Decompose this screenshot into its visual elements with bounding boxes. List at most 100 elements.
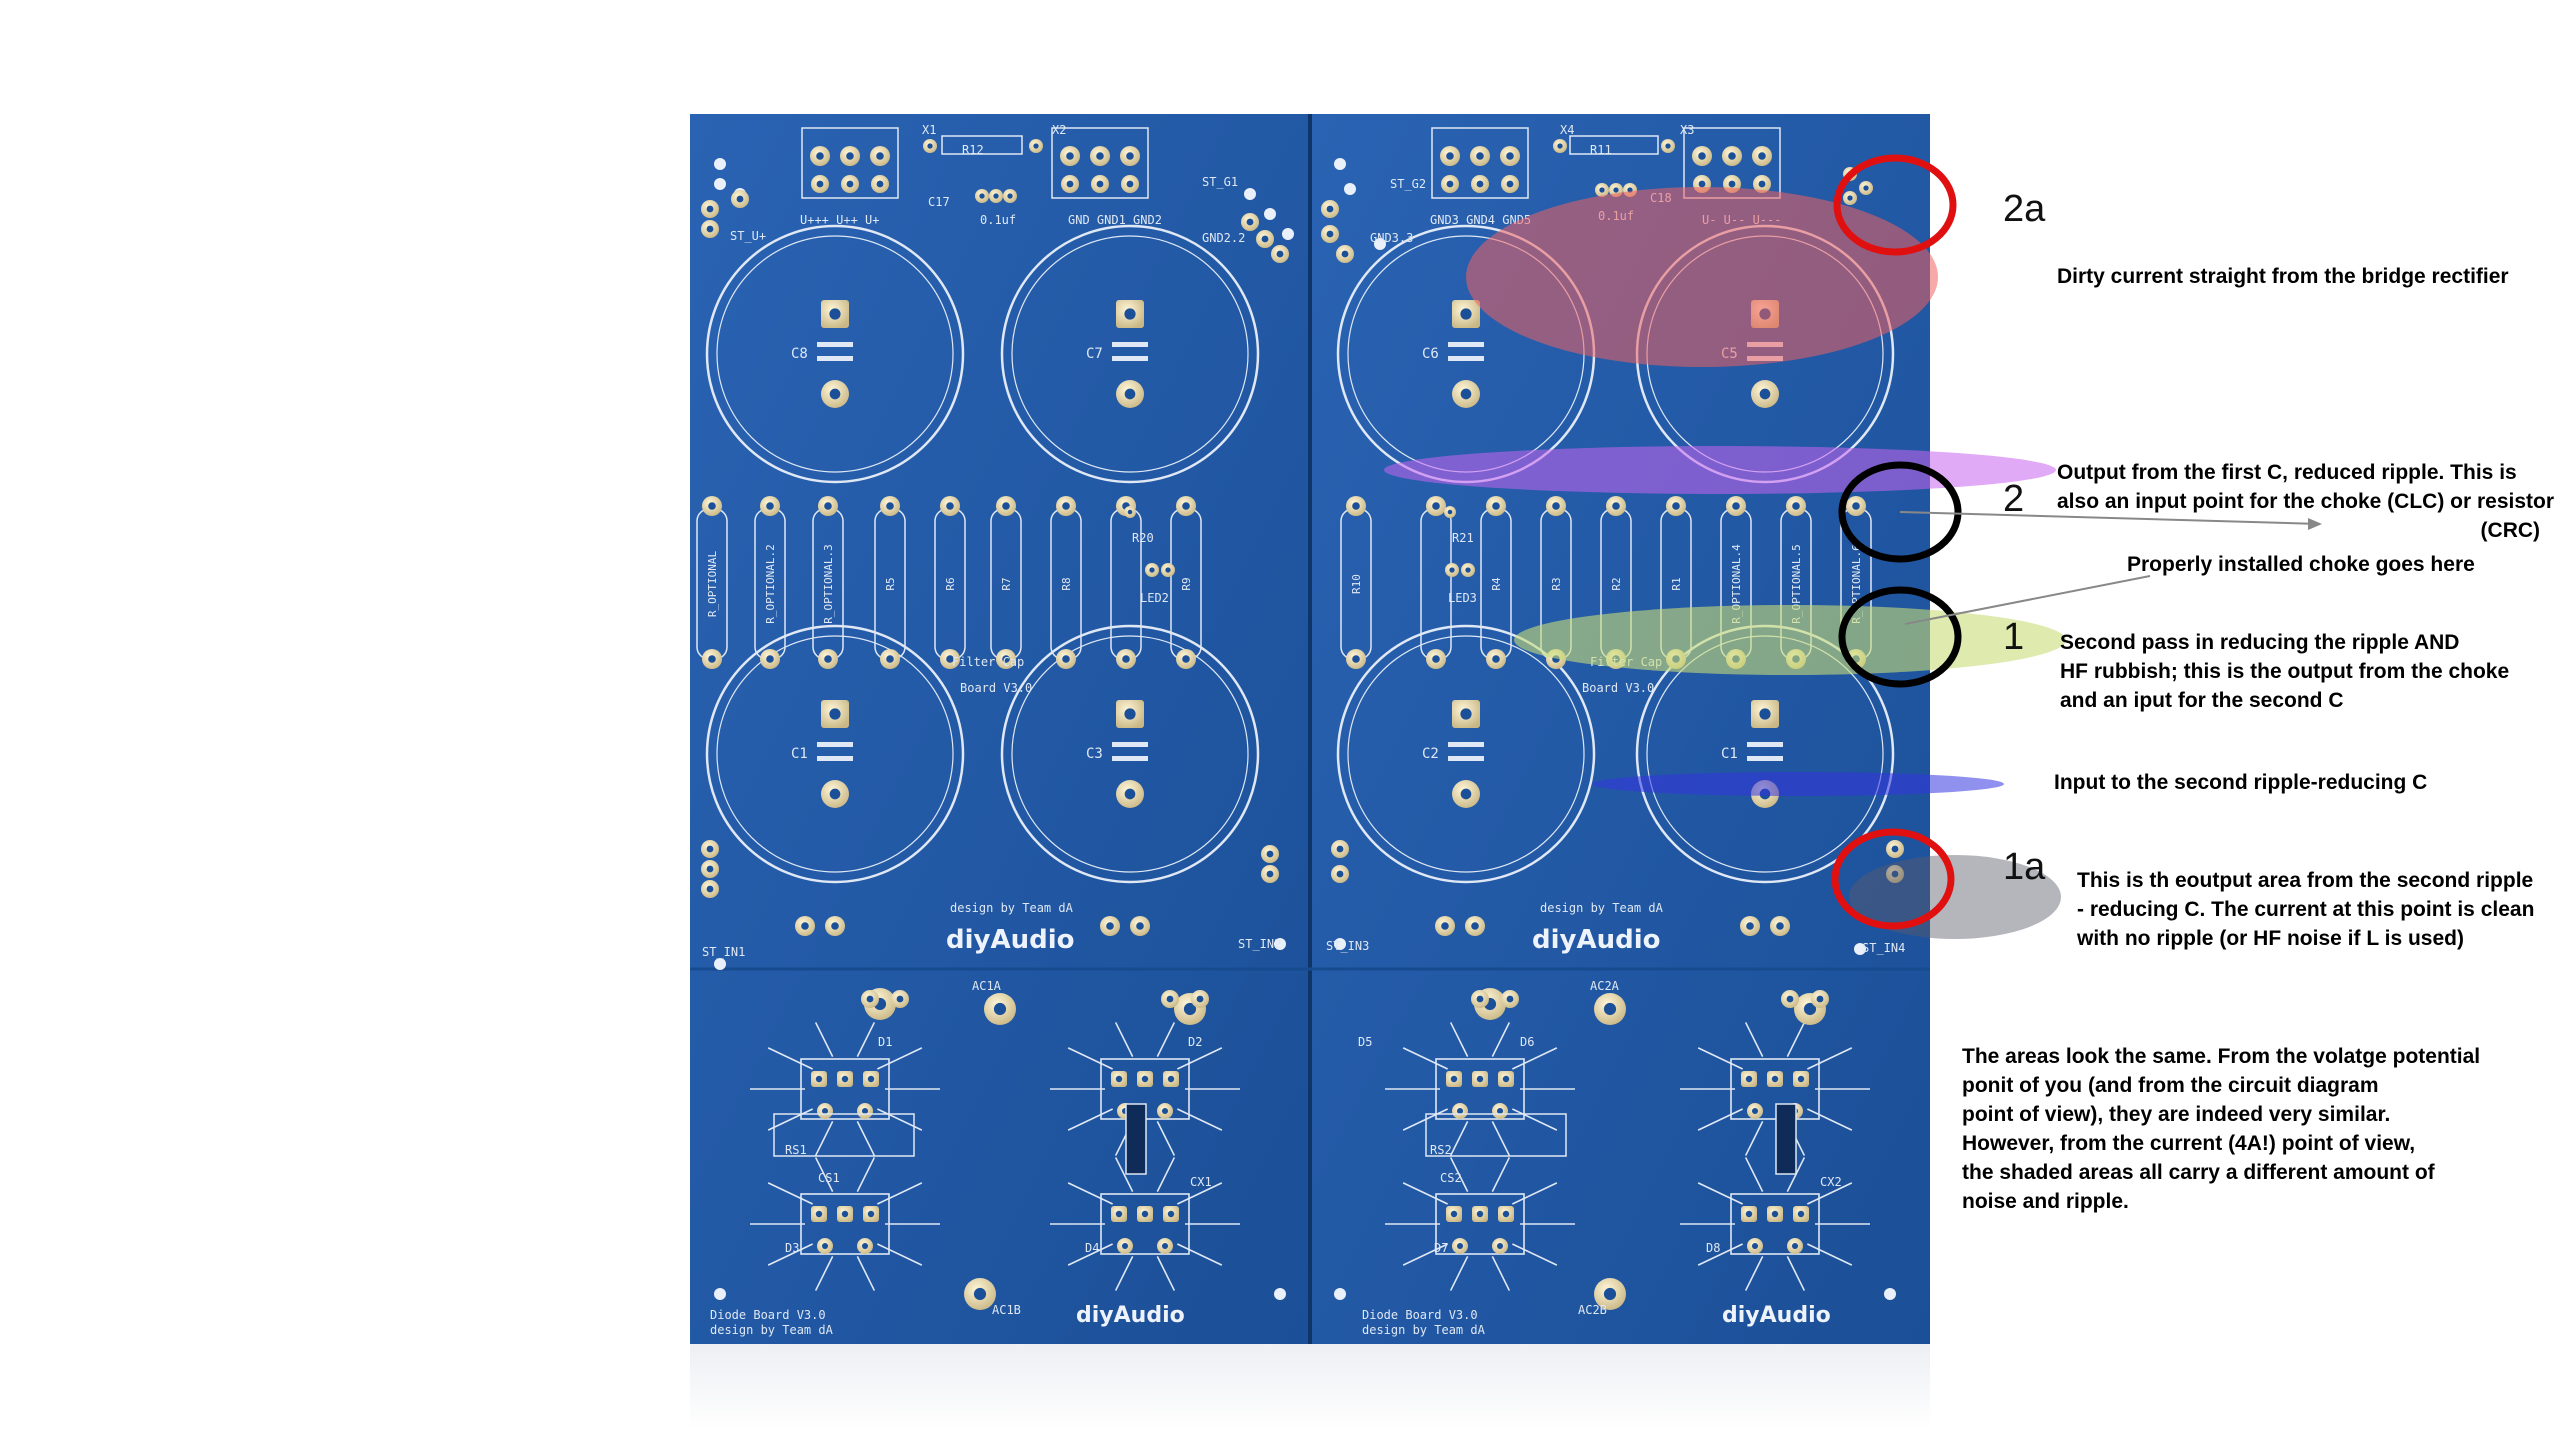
pad-hole	[1759, 308, 1771, 320]
pad-hole	[815, 1075, 823, 1083]
mounting-hole	[1374, 238, 1386, 250]
pad-hole	[1126, 152, 1134, 160]
pad-hole	[1603, 1002, 1617, 1016]
pad-hole	[1161, 1107, 1169, 1115]
pad-hole	[1852, 655, 1860, 663]
pad-hole	[1502, 1210, 1510, 1218]
resistor-designator: R3	[1550, 577, 1563, 590]
pad-hole	[706, 885, 714, 893]
label-ac1b: AC1B	[992, 1303, 1021, 1317]
pad-hole	[846, 152, 854, 160]
pad-hole	[1803, 1002, 1817, 1016]
pad-hole	[1847, 171, 1853, 177]
heatsink-fin	[877, 1243, 923, 1266]
diode-body	[800, 1058, 890, 1120]
heatsink-fin	[877, 1182, 923, 1205]
r11-outline	[1569, 135, 1659, 155]
pad-hole	[706, 865, 714, 873]
pad-hole	[1797, 1210, 1805, 1218]
label-rs1: RS1	[785, 1143, 807, 1157]
capacitor-designator: C6	[1422, 346, 1439, 362]
heatsink-fin	[1491, 1120, 1511, 1156]
pad-hole	[766, 502, 774, 510]
pad-hole	[1613, 187, 1619, 193]
label-filter-cap: Filter Cap	[952, 655, 1024, 669]
pad-hole	[1476, 1210, 1484, 1218]
capacitor-polarity-mark	[1747, 742, 1783, 747]
mounting-hole	[1334, 938, 1346, 950]
label-x4: X4	[1560, 123, 1574, 137]
label-d5: D5	[1358, 1035, 1372, 1049]
pad-hole	[927, 143, 933, 149]
label-design: design by Team dA	[950, 901, 1074, 915]
heatsink-fin	[1114, 1255, 1134, 1291]
pad-hole	[1496, 1242, 1504, 1250]
heatsink-fin	[1697, 1108, 1743, 1131]
label-diode-design-right: design by Team dA	[1362, 1323, 1486, 1337]
label-u-pins: U+++ U++ U+	[800, 213, 879, 227]
pad-hole	[1167, 1075, 1175, 1083]
pad-hole	[1476, 1075, 1484, 1083]
pad-hole	[1336, 870, 1344, 878]
label-d2: D2	[1188, 1035, 1202, 1049]
pad-hole	[867, 1210, 875, 1218]
capacitor-polarity-mark	[1112, 356, 1148, 361]
heatsink-fin	[767, 1243, 813, 1266]
resistor-designator: R9	[1180, 577, 1193, 590]
resistor-designator: R_OPTIONAL	[706, 551, 719, 618]
resistor-designator: R10	[1350, 574, 1363, 594]
capacitor-designator: C1	[1721, 746, 1738, 762]
heatsink-fin	[1807, 1047, 1853, 1070]
pad-hole	[815, 1210, 823, 1218]
pointer-line-choke	[1904, 575, 2151, 625]
label-filter-cap-right: Filter Cap	[1590, 655, 1662, 669]
heatsink-fin	[1697, 1047, 1743, 1070]
brand-logo-right-diode: diyAudio	[1722, 1303, 1831, 1328]
label-gnd-pins-right: GND3 GND4 GND5	[1430, 213, 1531, 227]
capacitor-polarity-mark	[1747, 356, 1783, 361]
pad-hole	[1447, 509, 1453, 515]
pad-hole	[1165, 567, 1171, 573]
capacitor-polarity-mark	[1112, 342, 1148, 347]
pad-hole	[1698, 152, 1706, 160]
pad-hole	[946, 655, 954, 663]
marker-2a: 2a	[2003, 188, 2046, 230]
label-st-u: ST_U+	[730, 229, 766, 243]
heatsink-fin	[1067, 1243, 1113, 1266]
pad-hole	[829, 788, 841, 800]
label-cs2: CS2	[1440, 1171, 1462, 1185]
pad-hole	[706, 205, 714, 213]
heatsink-fin	[1156, 1120, 1176, 1156]
pad-hole	[1728, 152, 1736, 160]
label-c18-value: 0.1uf	[1598, 209, 1634, 223]
label-r12: R12	[962, 143, 984, 157]
heatsink-fin	[1067, 1182, 1113, 1205]
mounting-hole	[1264, 208, 1276, 220]
heatsink-fin	[1491, 1255, 1511, 1291]
heatsink-fin	[1807, 1243, 1853, 1266]
pad-hole	[1728, 180, 1736, 188]
capacitor-outline-inner	[1011, 235, 1249, 473]
heatsink-fin	[1744, 1255, 1764, 1291]
label-ac2b: AC2B	[1578, 1303, 1607, 1317]
label-u-pins-right: U- U-- U---	[1702, 213, 1781, 227]
capacitor-designator: C3	[1086, 746, 1103, 762]
pad-hole	[1672, 655, 1680, 663]
pad-hole	[841, 1210, 849, 1218]
pad-hole	[1771, 1075, 1779, 1083]
pad-hole	[1336, 845, 1344, 853]
resistor-designator: R_OPTIONAL.4	[1730, 544, 1743, 624]
pad-hole	[706, 225, 714, 233]
pad-hole	[1460, 308, 1472, 320]
pad-hole	[1745, 1075, 1753, 1083]
pad-hole	[867, 1075, 875, 1083]
pad-hole	[824, 502, 832, 510]
label-st-in3: ST_IN3	[1326, 939, 1369, 953]
heatsink-fin	[1177, 1108, 1223, 1131]
pad-hole	[1496, 1107, 1504, 1115]
pad-hole	[946, 502, 954, 510]
diode-sections	[750, 988, 1870, 1310]
pad-hole	[708, 655, 716, 663]
label-gnd-pins: GND GND1 GND2	[1068, 213, 1162, 227]
capacitor-outline-inner	[716, 235, 954, 473]
